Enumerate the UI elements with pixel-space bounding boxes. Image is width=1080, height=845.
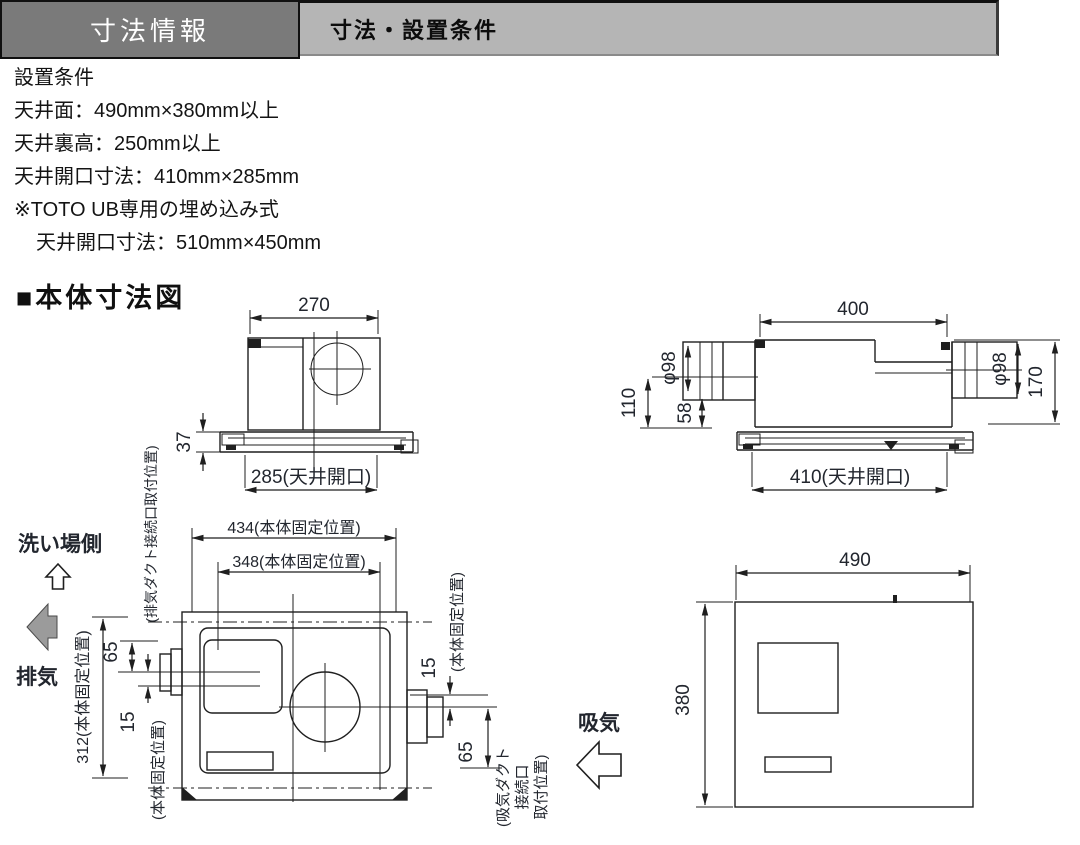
condition-line: ※TOTO UB専用の埋め込み式: [14, 199, 279, 221]
dim-380-label: 380: [673, 684, 694, 716]
header-tab: 寸法情報: [0, 0, 300, 59]
side-body-outline: [754, 339, 953, 428]
condition-line: 天井開口寸法：410mm×285mm: [14, 166, 300, 188]
side-view: 400 φ98 110 58 φ98 170 410(天井開口): [619, 299, 1060, 494]
header-tab-label: 寸法情報: [89, 16, 210, 46]
header-subtitle-label: 寸法・設置条件: [330, 17, 499, 43]
dim-434-label: 434(本体固定位置): [227, 519, 360, 537]
intake-arrow-icon: [575, 740, 622, 790]
plan-intake-duct-stub: [406, 689, 444, 744]
dim-65-left-label: 65: [101, 641, 122, 662]
plan-inner-frame: [199, 627, 391, 774]
panel-grille-square: [757, 642, 839, 714]
dim-phi98-left-label: φ98: [659, 351, 680, 384]
wash-side-label: 洗い場側: [18, 533, 102, 556]
wash-side-arrow-icon: [44, 562, 72, 590]
dim-170-label: 170: [1026, 366, 1047, 398]
dim-65-right-label: 65: [456, 741, 477, 762]
dim-400-label: 400: [837, 299, 869, 320]
panel-view-geometry: [696, 565, 974, 808]
side-duct-left: [652, 341, 758, 401]
panel-outline: [734, 601, 974, 808]
side-flange: [736, 431, 974, 454]
condition-line: 天井裏高：250mm以上: [14, 133, 221, 155]
conditions-title: 設置条件: [14, 67, 94, 89]
fix-position-label-right: (本体固定位置): [449, 572, 466, 672]
dim-110-label: 110: [619, 388, 640, 418]
plan-component-box: [203, 639, 283, 714]
plan-view: 434(本体固定位置) 348(本体固定位置) 312(本体固定位置) 65 1…: [16, 445, 622, 827]
plan-exhaust-duct-stub: [118, 648, 260, 696]
header-subtitle-bar: 寸法・設置条件: [300, 0, 999, 56]
dim-58-label: 58: [675, 402, 696, 423]
front-flange: [219, 431, 419, 454]
dim-phi98-right-label: φ98: [990, 352, 1011, 385]
front-view: 270 37 285(天井開口): [174, 295, 419, 494]
intake-duct-position-label-col1: (吸気ダクト: [495, 747, 512, 827]
dim-15-left-label: 15: [118, 711, 139, 732]
section-title: ■本体寸法図: [16, 283, 186, 313]
plan-view-geometry: [26, 528, 622, 802]
exhaust-duct-position-label: (排気ダクト接続口取付位置): [143, 445, 159, 622]
panel-slot: [764, 756, 832, 773]
dim-37-label: 37: [174, 431, 195, 452]
exhaust-label: 排気: [16, 665, 58, 689]
side-view-geometry: [640, 314, 1060, 494]
condition-line: 天井面：490mm×380mm以上: [14, 100, 280, 122]
installation-conditions: 設置条件 天井面：490mm×380mm以上 天井裏高：250mm以上 天井開口…: [14, 62, 321, 260]
dim-285-opening-label: 285(天井開口): [251, 466, 371, 488]
dim-410-opening-label: 410(天井開口): [790, 466, 910, 488]
intake-duct-position-label-col3: 取付位置): [533, 754, 550, 819]
dim-490-label: 490: [839, 550, 871, 571]
exhaust-arrow-icon: [26, 602, 58, 652]
dim-270-label: 270: [298, 295, 330, 316]
front-view-geometry: [196, 310, 419, 494]
dim-348-label: 348(本体固定位置): [232, 553, 365, 571]
dim-15-right-label: 15: [419, 657, 440, 678]
panel-view: 490 380: [673, 550, 974, 808]
intake-label: 吸気: [578, 711, 620, 735]
intake-duct-position-label-col2: 接続口: [514, 764, 531, 809]
fix-position-label-left: (本体固定位置): [150, 720, 167, 820]
condition-line: 天井開口寸法：510mm×450mm: [36, 232, 322, 254]
dim-312-label: 312(本体固定位置): [74, 630, 92, 763]
